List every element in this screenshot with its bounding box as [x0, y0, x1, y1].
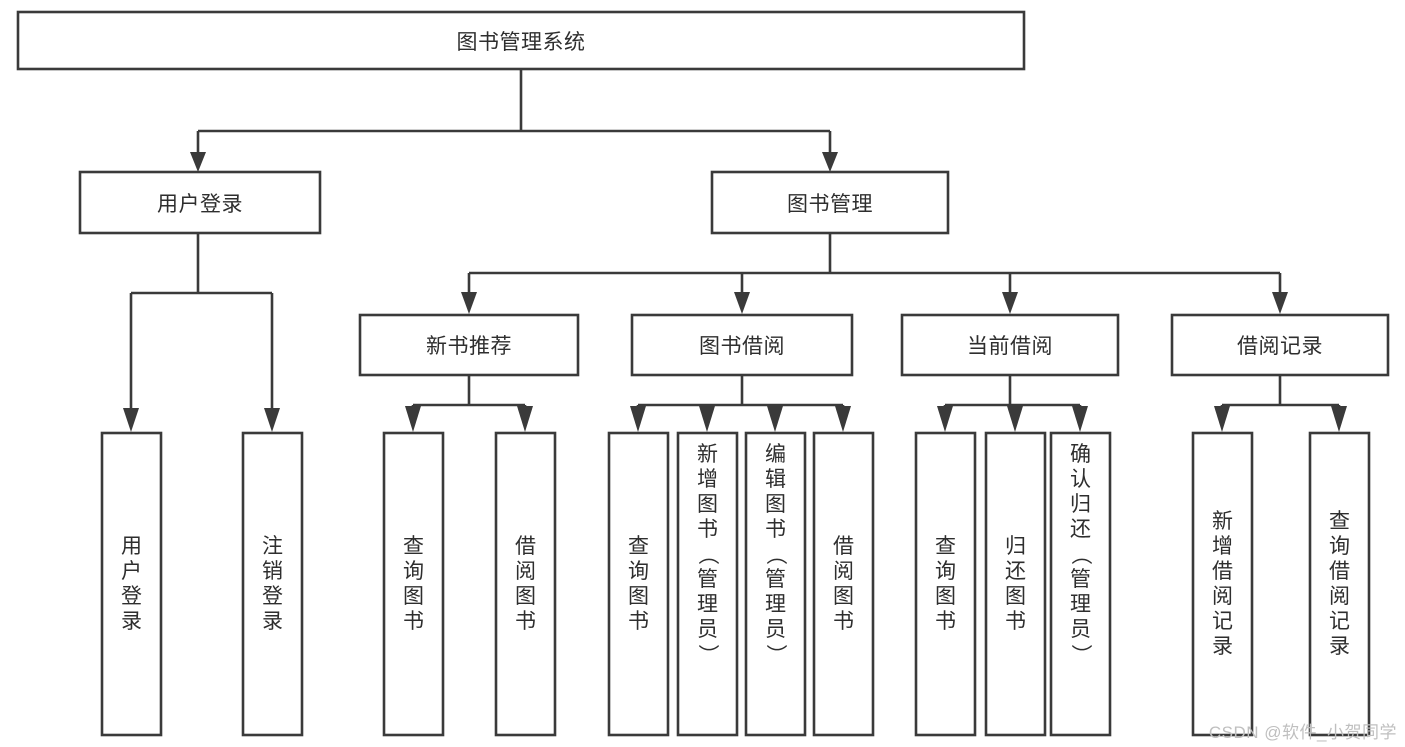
- arrowhead-leaf-book-borrow-2: [699, 406, 715, 432]
- node-borrow-record-box[interactable]: [1170, 313, 1390, 377]
- node-leaf-new-book-2-box[interactable]: [494, 431, 557, 737]
- arrowhead-leaf-user-login-2: [264, 408, 280, 432]
- node-leaf-book-borrow-1-box[interactable]: [607, 431, 670, 737]
- node-leaf-borrow-record-1-box[interactable]: [1191, 431, 1254, 737]
- arrowhead-leaf-current-borrow-2: [1007, 406, 1023, 432]
- arrowhead-user-login: [190, 152, 206, 172]
- node-leaf-user-login-2-box[interactable]: [241, 431, 304, 737]
- node-leaf-book-borrow-3-box[interactable]: [744, 431, 807, 737]
- arrowhead-leaf-book-borrow-4: [835, 406, 851, 432]
- node-leaf-current-borrow-2-box[interactable]: [984, 431, 1047, 737]
- arrowhead-leaf-current-borrow-3: [1072, 406, 1088, 432]
- arrowhead-new-book-recommend: [461, 292, 477, 314]
- node-book-borrow-box[interactable]: [630, 313, 854, 377]
- arrowhead-leaf-user-login-1: [123, 408, 139, 432]
- node-root-box[interactable]: [16, 10, 1026, 71]
- arrowhead-current-borrow: [1002, 292, 1018, 314]
- node-leaf-new-book-1-box[interactable]: [382, 431, 445, 737]
- node-layer: [16, 10, 1390, 737]
- node-leaf-current-borrow-1-box[interactable]: [914, 431, 977, 737]
- node-current-borrow-box[interactable]: [900, 313, 1120, 377]
- arrowhead-leaf-borrow-record-1: [1214, 406, 1230, 432]
- arrowhead-book-mgmt: [822, 152, 838, 172]
- watermark-text: CSDN @软件_小贺同学: [1208, 723, 1397, 742]
- arrowhead-book-borrow: [734, 292, 750, 314]
- connector-layer: [123, 69, 1347, 432]
- node-leaf-book-borrow-4-box[interactable]: [812, 431, 875, 737]
- node-book-mgmt-box[interactable]: [710, 170, 950, 235]
- arrowhead-borrow-record: [1272, 292, 1288, 314]
- node-leaf-current-borrow-3-box[interactable]: [1049, 431, 1112, 737]
- node-user-login-box[interactable]: [78, 170, 322, 235]
- node-leaf-book-borrow-2-box[interactable]: [676, 431, 739, 737]
- node-new-book-recommend-box[interactable]: [358, 313, 580, 377]
- arrowhead-leaf-borrow-record-2: [1331, 406, 1347, 432]
- node-leaf-borrow-record-2-box[interactable]: [1308, 431, 1371, 737]
- arrowhead-leaf-new-book-2: [517, 406, 533, 432]
- arrowhead-leaf-book-borrow-3: [767, 406, 783, 432]
- node-leaf-user-login-1-box[interactable]: [100, 431, 163, 737]
- arrowhead-leaf-current-borrow-1: [937, 406, 953, 432]
- arrowhead-leaf-book-borrow-1: [630, 406, 646, 432]
- arrowhead-leaf-new-book-1: [405, 406, 421, 432]
